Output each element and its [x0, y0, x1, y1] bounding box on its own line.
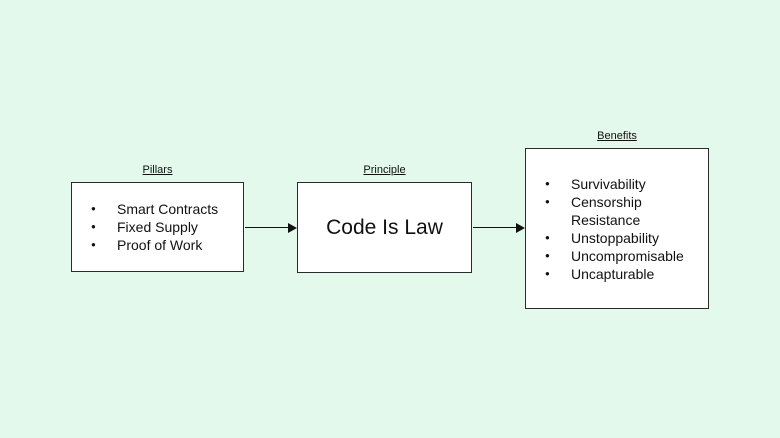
principle-box: Code Is Law	[297, 182, 472, 273]
list-item: Survivability	[526, 175, 708, 193]
arrow-principle-to-benefits-icon	[473, 222, 525, 233]
benefits-label: Benefits	[597, 130, 637, 142]
list-item: Unstoppability	[526, 229, 708, 247]
principle-text: Code Is Law	[326, 215, 443, 239]
list-item: Censorship Resistance	[526, 193, 708, 229]
pillars-label: Pillars	[142, 164, 173, 176]
list-item: Proof of Work	[72, 236, 243, 254]
pillars-list: Smart Contracts Fixed Supply Proof of Wo…	[72, 200, 243, 254]
benefits-box: Survivability Censorship Resistance Unst…	[525, 148, 709, 309]
arrow-pillars-to-principle-icon	[245, 222, 297, 233]
benefits-list: Survivability Censorship Resistance Unst…	[526, 175, 708, 283]
pillars-box: Smart Contracts Fixed Supply Proof of Wo…	[71, 182, 244, 272]
list-item: Uncapturable	[526, 265, 708, 283]
list-item: Smart Contracts	[72, 200, 243, 218]
principle-label: Principle	[363, 164, 406, 176]
list-item: Fixed Supply	[72, 218, 243, 236]
list-item: Uncompromisable	[526, 247, 708, 265]
